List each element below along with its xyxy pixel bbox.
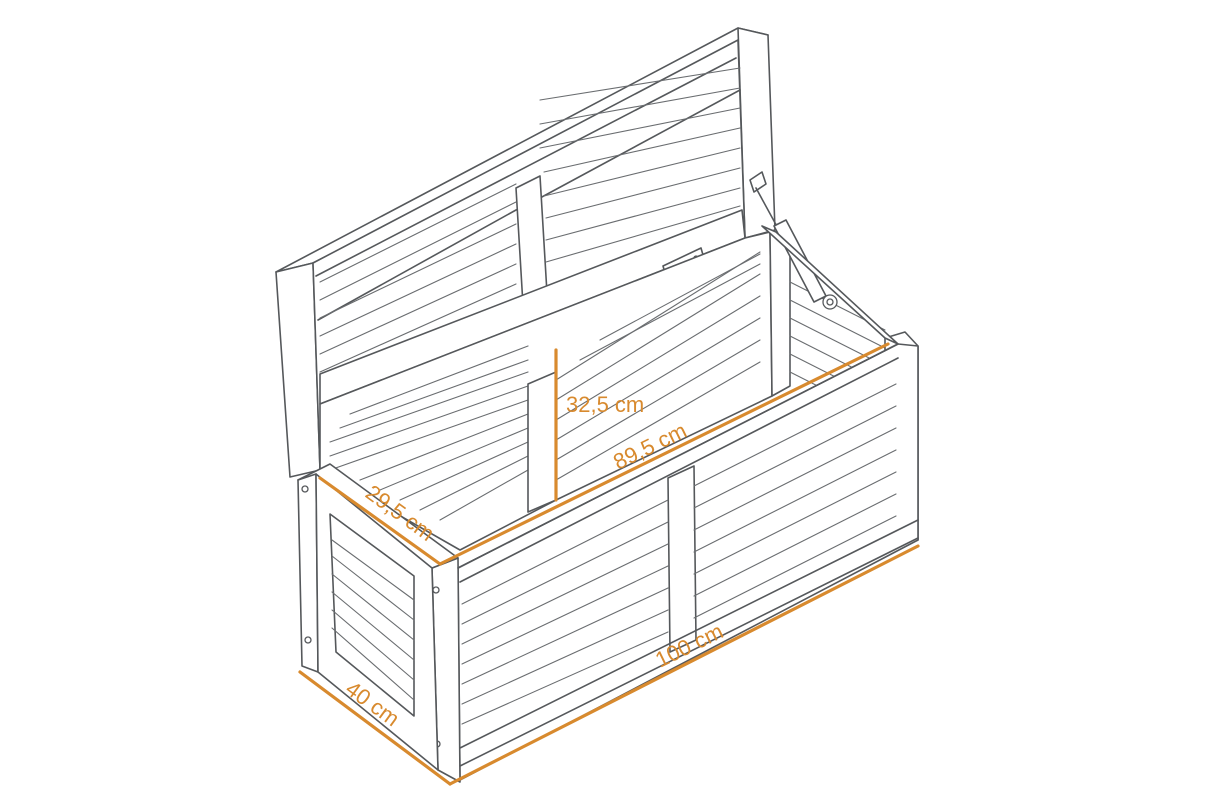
left-end-slats (331, 539, 415, 701)
dim-line-length-outer (448, 544, 920, 786)
front-panel (431, 343, 919, 783)
lid-slats-left (319, 183, 517, 373)
back-wall (319, 231, 773, 551)
back-wall-slats (329, 251, 761, 521)
dim-line-length-inner (438, 342, 890, 566)
dim-line-depth-outer (298, 670, 452, 786)
screw-icon (301, 485, 309, 493)
lid (275, 27, 776, 478)
screw-icon (432, 586, 440, 594)
front-slats (461, 383, 897, 725)
screw-icon (304, 636, 312, 644)
dimension-lines (298, 342, 920, 786)
dim-label-height-inner: 32,5 cm (566, 392, 644, 417)
dim-line-depth-inner (318, 476, 442, 566)
lid-slats-right (539, 67, 741, 263)
